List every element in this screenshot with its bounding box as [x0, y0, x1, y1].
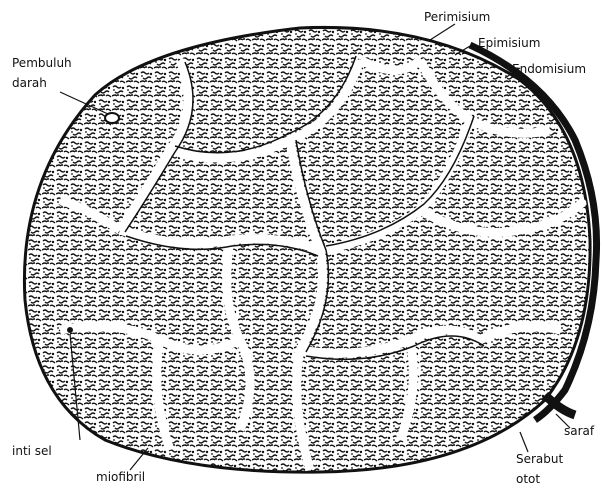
- nucleus-marker: [67, 327, 73, 333]
- blood-vessel: [105, 113, 119, 123]
- pembuluh-darah-label-line1: Pembuluh: [12, 56, 72, 70]
- serabut-otot-label-line1: Serabut: [516, 452, 563, 466]
- pembuluh-darah-label-line2: darah: [12, 76, 47, 90]
- perimisium-label: Perimisium: [424, 10, 490, 24]
- epimisium-label: Epimisium: [478, 36, 540, 50]
- saraf-label: saraf: [564, 424, 594, 438]
- inti-sel-label: inti sel: [12, 444, 52, 458]
- serabut-otot-label-line2: otot: [516, 472, 540, 486]
- endomisium-label: Endomisium: [512, 62, 586, 76]
- miofibril-label: miofibril: [96, 470, 145, 484]
